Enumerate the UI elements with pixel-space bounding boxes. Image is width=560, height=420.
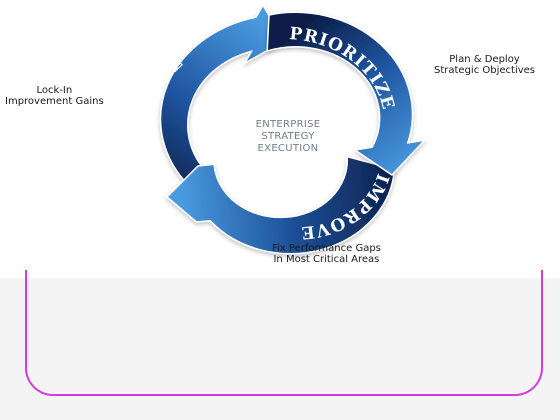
control-arrow [159, 3, 286, 187]
annotation-line: Fix Performance Gaps [272, 243, 381, 254]
annotation-line: Lock-In [36, 85, 73, 96]
annotation-line: In Most Critical Areas [273, 254, 380, 265]
annotation-line: Plan & Deploy [449, 54, 520, 65]
center-line: EXECUTION [257, 143, 319, 154]
panel-frame [25, 270, 543, 396]
center-label: ENTERPRISE STRATEGY EXECUTION [230, 119, 346, 155]
control-annotation: Lock-In Improvement Gains [5, 85, 104, 107]
annotation-line: Strategic Objectives [434, 65, 536, 76]
blank-panel [0, 278, 560, 420]
cycle-diagram: PRIORITIZE IMPROVE CONTROL [159, 3, 427, 255]
prioritize-annotation: Plan & Deploy Strategic Objectives [434, 54, 535, 76]
improve-annotation: Fix Performance Gaps In Most Critical Ar… [272, 243, 381, 265]
annotation-line: Improvement Gains [5, 96, 104, 107]
improve-arrow [165, 155, 396, 255]
center-line: STRATEGY [261, 131, 315, 142]
center-line: ENTERPRISE [255, 119, 321, 130]
prioritize-arrow [266, 11, 427, 176]
